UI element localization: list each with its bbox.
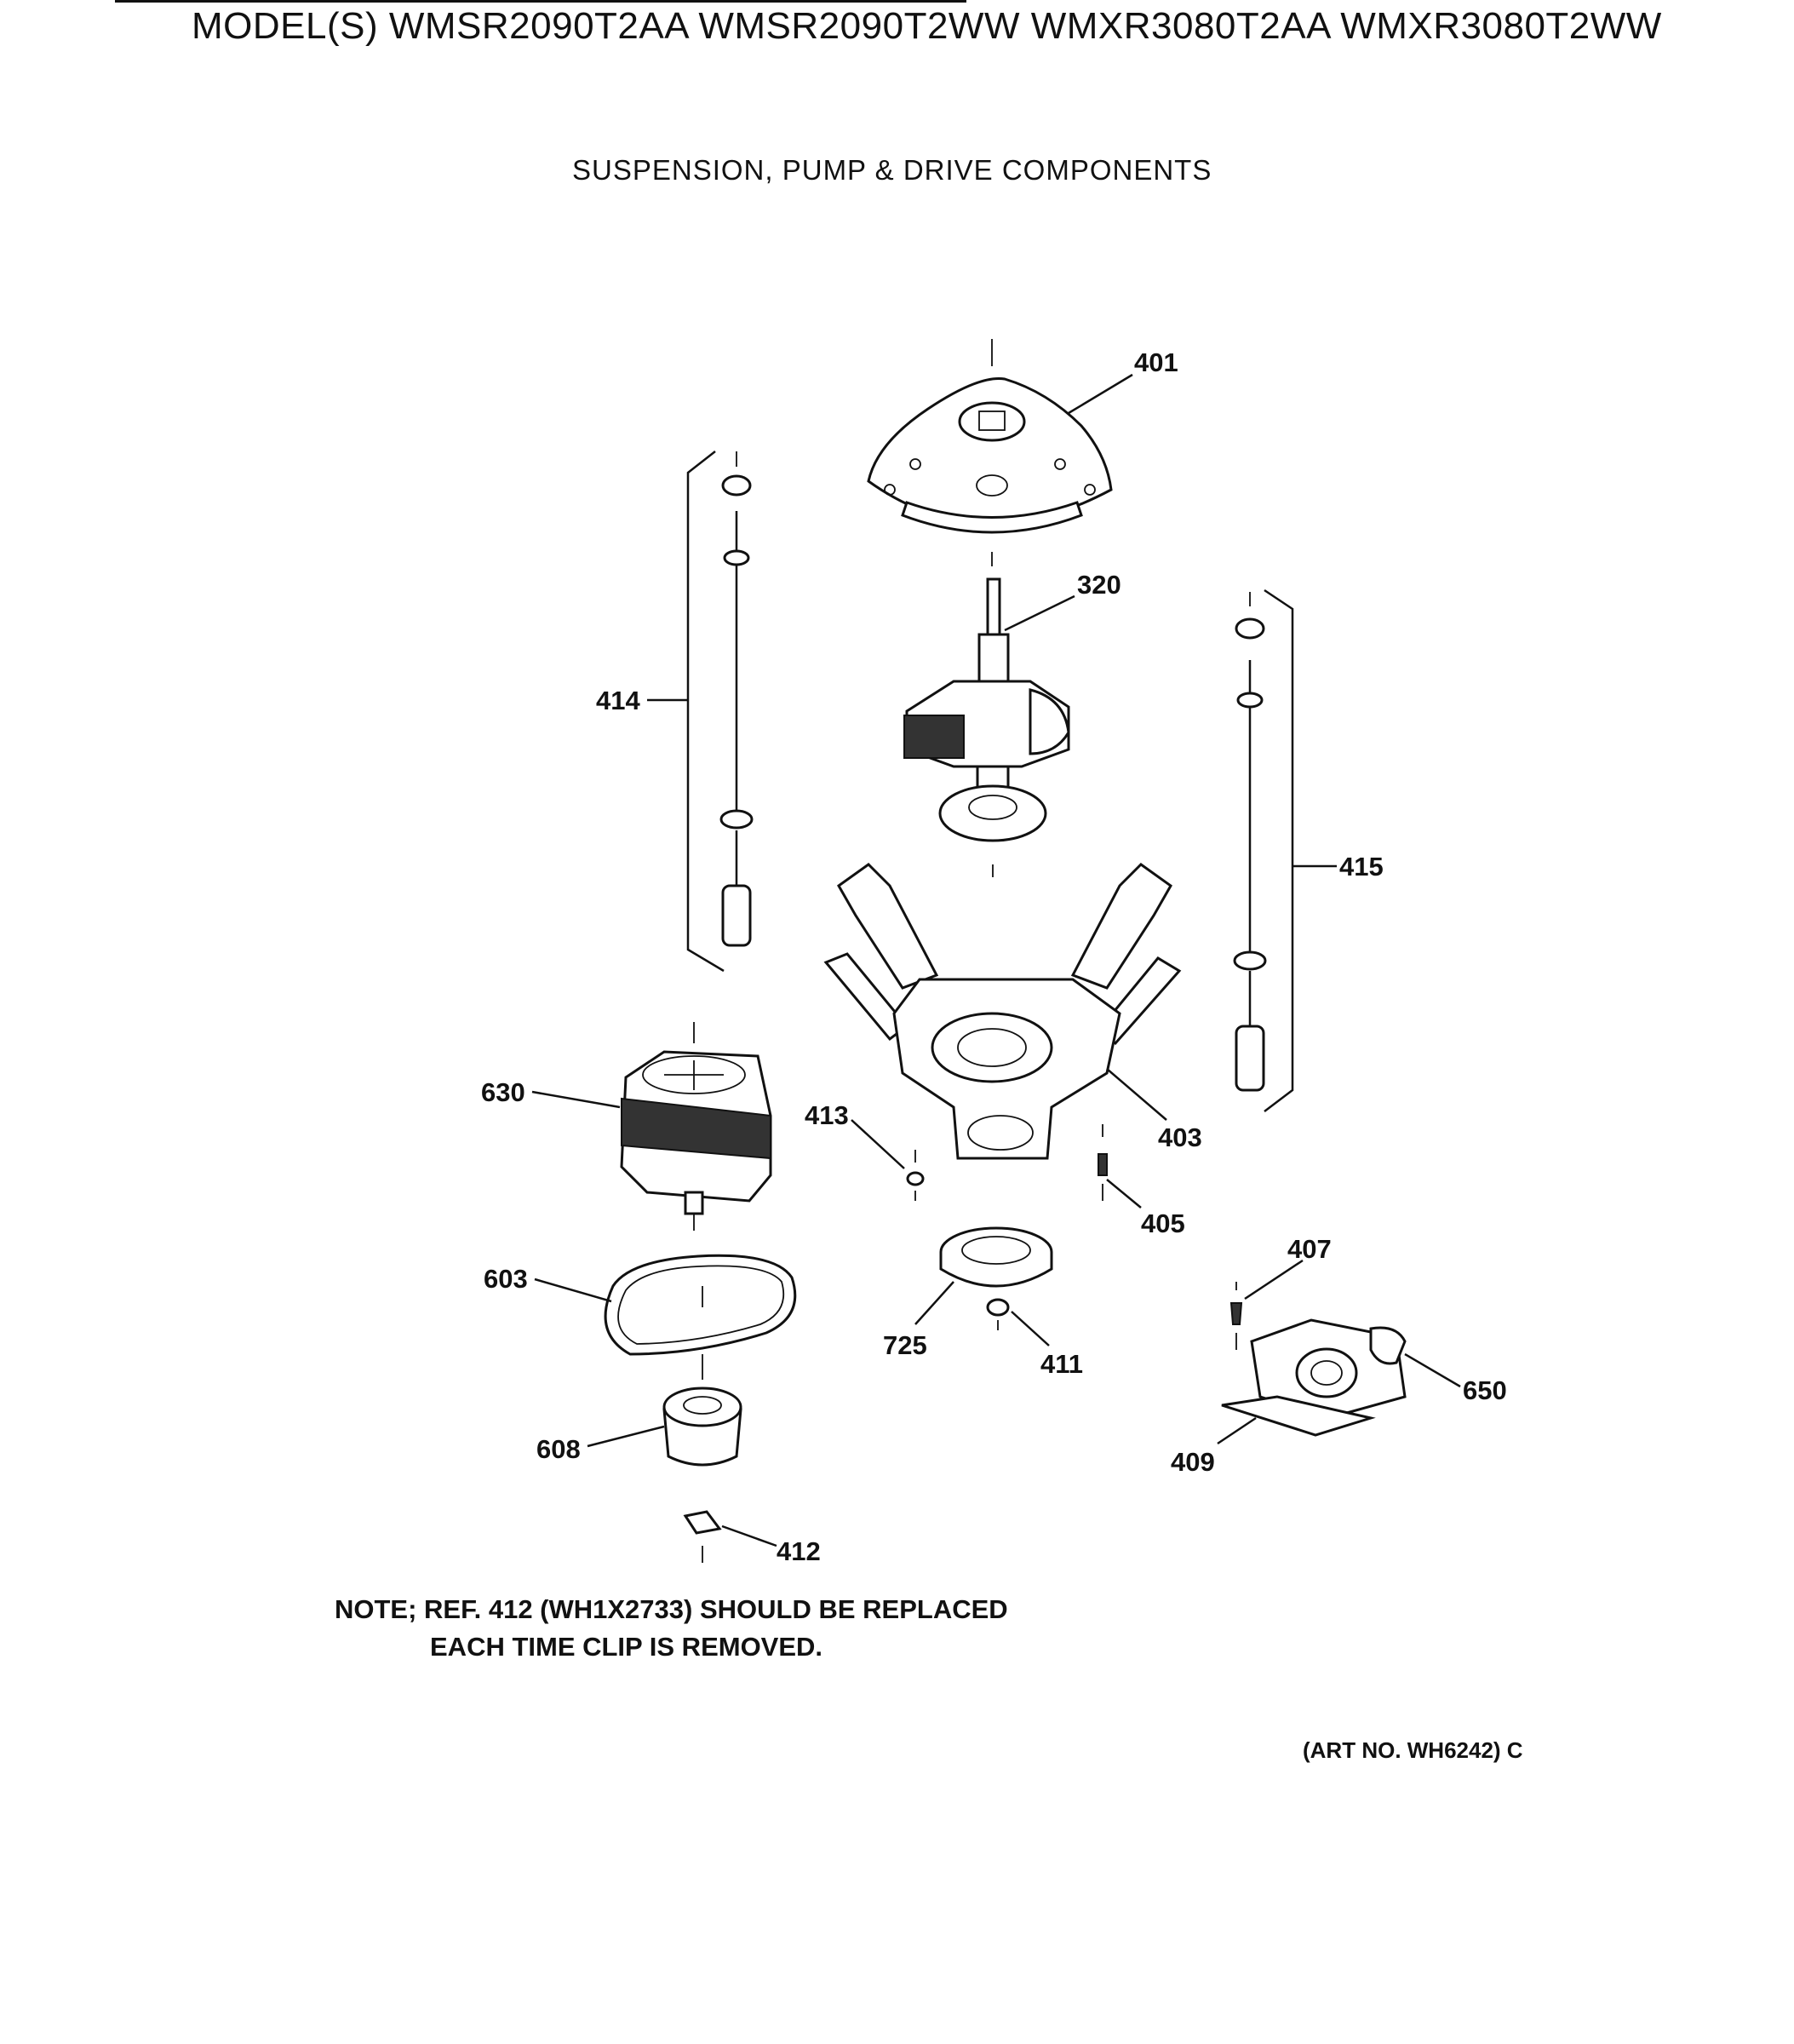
part-409-pump-bracket [1217, 1395, 1376, 1445]
art-number: (ART NO. WH6242) C [1303, 1737, 1523, 1763]
part-630-motor [531, 1022, 772, 1231]
header-rule [115, 0, 966, 3]
callout-413: 413 [805, 1100, 849, 1130]
part-603-belt [534, 1254, 797, 1380]
part-320-transmission [903, 577, 1075, 877]
part-405-screw [1098, 1124, 1142, 1209]
callout-407: 407 [1287, 1234, 1332, 1264]
model-list: MODEL(S) WMSR2090T2AA WMSR2090T2WW WMXR3… [192, 5, 1662, 47]
callout-411: 411 [1040, 1349, 1083, 1379]
section-title: SUSPENSION, PUMP & DRIVE COMPONENTS [572, 154, 1212, 186]
callout-401: 401 [1134, 347, 1178, 377]
callout-603: 603 [484, 1264, 528, 1294]
callout-405: 405 [1141, 1209, 1185, 1238]
part-725-pulley [914, 1226, 1053, 1325]
part-415-suspension-rod [1233, 589, 1337, 1112]
callout-409: 409 [1171, 1447, 1215, 1477]
part-401-dome-cover [867, 339, 1133, 566]
callout-415: 415 [1339, 852, 1384, 881]
part-411-nut [986, 1298, 1050, 1346]
callout-630: 630 [481, 1077, 525, 1107]
callout-414: 414 [596, 686, 640, 715]
part-608-motor-pulley [587, 1387, 742, 1467]
callout-403: 403 [1158, 1122, 1202, 1152]
callout-725: 725 [883, 1330, 927, 1360]
part-403-mounting-base [823, 863, 1182, 1160]
callout-320: 320 [1077, 570, 1121, 600]
part-414-suspension-rod [647, 451, 754, 973]
part-413-nut [851, 1119, 925, 1201]
part-412-clip [683, 1510, 777, 1563]
callout-650: 650 [1463, 1375, 1507, 1405]
note-line-2: EACH TIME CLIP IS REMOVED. [430, 1632, 823, 1662]
callout-608: 608 [536, 1434, 581, 1464]
replacement-note: NOTE; REF. 412 (WH1X2733) SHOULD BE REPL… [335, 1591, 1008, 1666]
part-650-pump [1250, 1318, 1461, 1420]
note-line-1: NOTE; REF. 412 (WH1X2733) SHOULD BE REPL… [335, 1594, 1008, 1624]
callout-412: 412 [777, 1536, 821, 1566]
part-407-screw [1229, 1259, 1304, 1350]
